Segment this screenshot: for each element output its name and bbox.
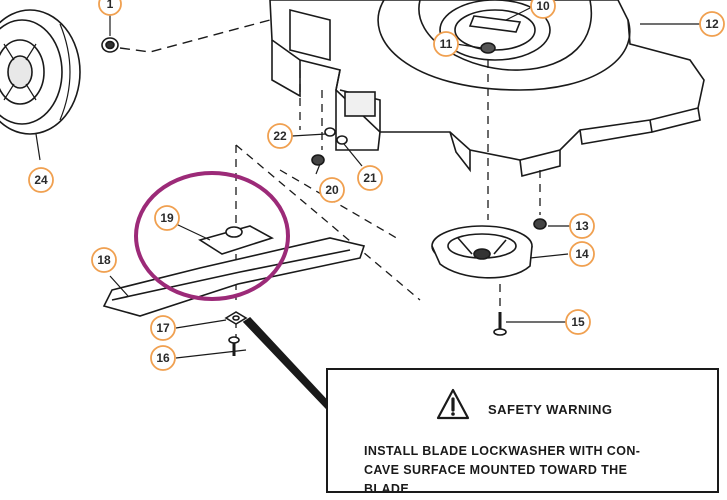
callout-15: 15: [571, 315, 585, 329]
wheel: [0, 9, 81, 135]
callout-14: 14: [575, 247, 589, 261]
warning-triangle-icon: [436, 388, 470, 420]
callout-24: 24: [34, 173, 48, 187]
callout-19: 19: [160, 211, 174, 225]
callout-13: 13: [575, 219, 589, 233]
blade: [102, 237, 366, 317]
mower-deck: [269, 0, 705, 178]
callout-20: 20: [325, 183, 339, 197]
stiffener: [198, 225, 275, 255]
callout-1: 1: [107, 0, 114, 11]
callout-10: 10: [536, 0, 550, 13]
hub-nut: [101, 37, 119, 53]
warning-body: INSTALL BLADE LOCKWASHER WITH CON- CAVE …: [364, 442, 700, 499]
highlight-circle: [134, 171, 290, 301]
safety-warning-box: SAFETY WARNING INSTALL BLADE LOCKWASHER …: [326, 368, 719, 496]
callout-22: 22: [273, 129, 287, 143]
bolt-15: [493, 312, 507, 336]
bolt-16: [228, 336, 240, 356]
warning-line-2: CAVE SURFACE MOUNTED TOWARD THE: [364, 463, 628, 477]
callout-16: 16: [156, 351, 170, 365]
warning-line-1: INSTALL BLADE LOCKWASHER WITH CON-: [364, 444, 641, 458]
callout-12: 12: [705, 17, 719, 31]
callout-21: 21: [363, 171, 377, 185]
blade-adapter: [431, 225, 533, 279]
callout-17: 17: [156, 321, 170, 335]
warning-title: SAFETY WARNING: [488, 402, 613, 417]
warning-line-3: BLADE.: [364, 482, 413, 496]
callout-11: 11: [440, 37, 453, 51]
callout-18: 18: [97, 253, 111, 267]
lockwasher: [224, 311, 248, 325]
